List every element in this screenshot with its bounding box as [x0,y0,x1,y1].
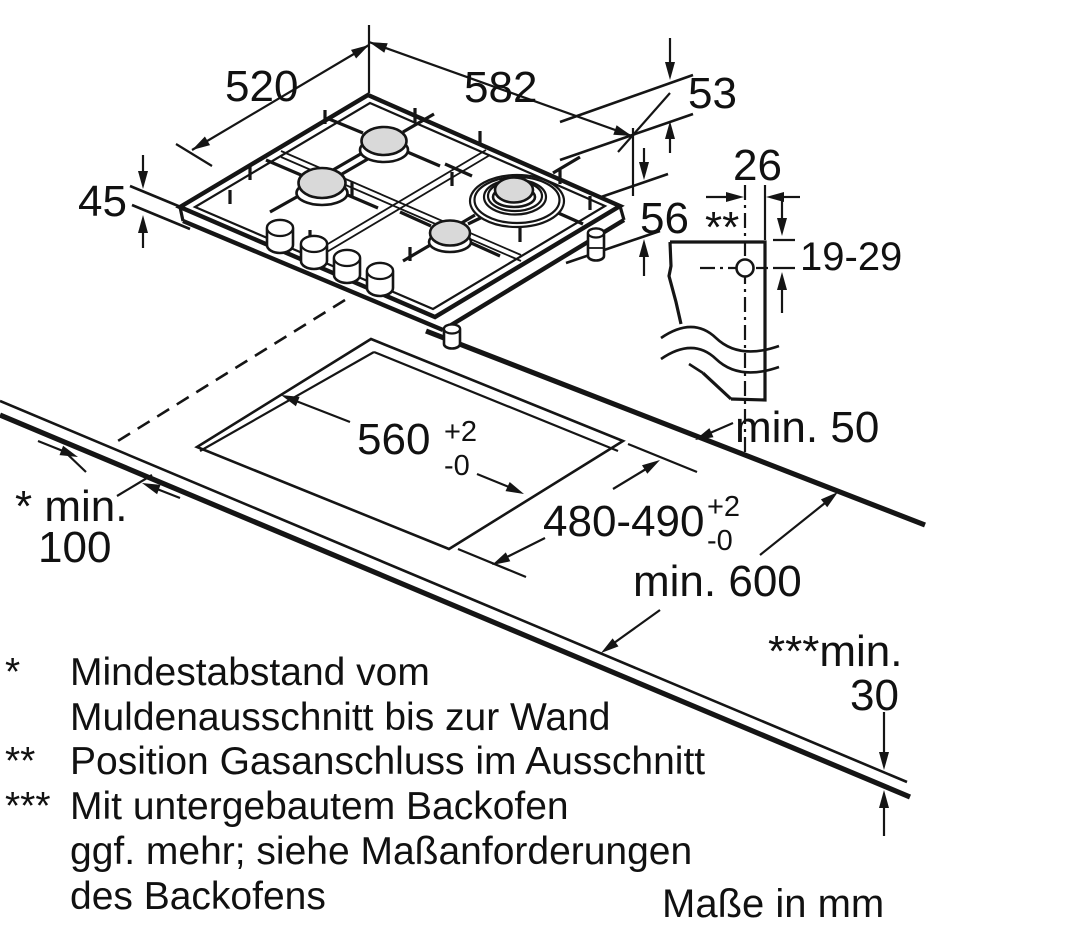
burner-cap-front [428,219,472,247]
dim-560-label: 560 [357,415,430,464]
dim-560-tol-minus: -0 [444,450,470,482]
dim-582: 582 [368,40,633,138]
hob-inner-rim [192,101,608,311]
worktop [0,298,926,800]
footnote-3-line-2: ggf. mehr; siehe Maßanforderungen [70,830,692,873]
dim-min-100-label: * min. [15,482,127,531]
hob-foot-right [586,227,606,262]
dim-53: 53 [665,38,737,153]
dim-26-label: 26 [733,141,782,190]
dim-min-600-label: min. 600 [633,557,802,606]
dim-19-29-label: 19-29 [800,235,902,279]
burner-cap-wok [493,176,535,204]
dim-min-600: min. 600 [601,492,838,653]
dim-56: 56 [639,148,689,276]
cutout-inner-left [199,351,375,452]
knob-4 [365,261,395,281]
dim-53-label: 53 [688,69,737,118]
dim-56-label: 56 [640,194,689,243]
footnote-3-marker: *** [5,785,51,828]
footnote-2-marker: ** [5,740,35,783]
burner-back [358,125,410,164]
pan-support-fingers [265,112,584,263]
gas-position-marker: ** [705,203,739,252]
worktop-back-edge [425,328,926,528]
hob-foot-front [442,323,462,350]
dim-560-tol-plus: +2 [444,416,477,448]
burner-cap-left [297,166,347,200]
worktop-front-edge-top [0,399,908,784]
dim-min-100: * min. 100 [15,439,181,572]
footnote-1-line-2: Muldenausschnitt bis zur Wand [70,696,610,739]
knob-2 [299,234,329,254]
footnote-3-line-3: des Backofens [70,875,326,918]
worktop-front-edge-bottom [0,412,912,800]
footnote-1-marker: * [5,651,20,694]
dim-480-490: 480-490 +2 -0 [457,442,740,579]
dim-480-490-tol-plus: +2 [707,491,740,523]
dim-520: 520 [175,25,371,167]
knob-1 [265,218,295,238]
dim-min-50-label: min. 50 [735,403,879,452]
alignment-dashed-line [112,298,346,446]
dim-45-label: 45 [78,177,127,226]
burner-wok [468,173,566,229]
gas-hob [175,92,626,350]
knob-3 [332,248,362,268]
dim-480-490-label: 480-490 [543,497,704,546]
footnotes: * Mindestabstand vom Muldenausschnitt bi… [5,651,705,918]
dim-26: 26 ** [705,141,800,252]
burner-left [295,166,349,207]
dim-min-30-label: ***min. [768,627,903,676]
dim-520-label: 520 [225,62,298,111]
dim-19-29: 19-29 [773,196,902,313]
gas-connection-hole [735,258,755,278]
footnote-1-line-1: Mindestabstand vom [70,651,430,694]
dim-45: 45 [78,155,191,248]
cutout-outline [194,337,626,551]
dim-min-50: min. 50 [695,403,879,452]
dim-582-label: 582 [464,63,537,112]
dim-480-490-tol-minus: -0 [707,525,733,557]
burner-front [427,219,473,254]
units-note: Maße in mm [662,882,884,925]
dim-560: 560 +2 -0 [281,395,524,494]
dim-min-100-value: 100 [38,523,111,572]
break-line-upper [660,325,780,353]
control-knobs [265,218,395,298]
burner-cap-back [360,125,408,157]
footnote-2-line-1: Position Gasanschluss im Ausschnitt [70,740,705,783]
cutout-inner-right [373,350,619,453]
dim-min-30: ***min. 30 [768,627,903,836]
footnote-3-line-1: Mit untergebautem Backofen [70,785,569,828]
gas-connection-detail [660,185,780,452]
break-line-lower [660,346,780,374]
dim-min-30-value: 30 [850,671,899,720]
